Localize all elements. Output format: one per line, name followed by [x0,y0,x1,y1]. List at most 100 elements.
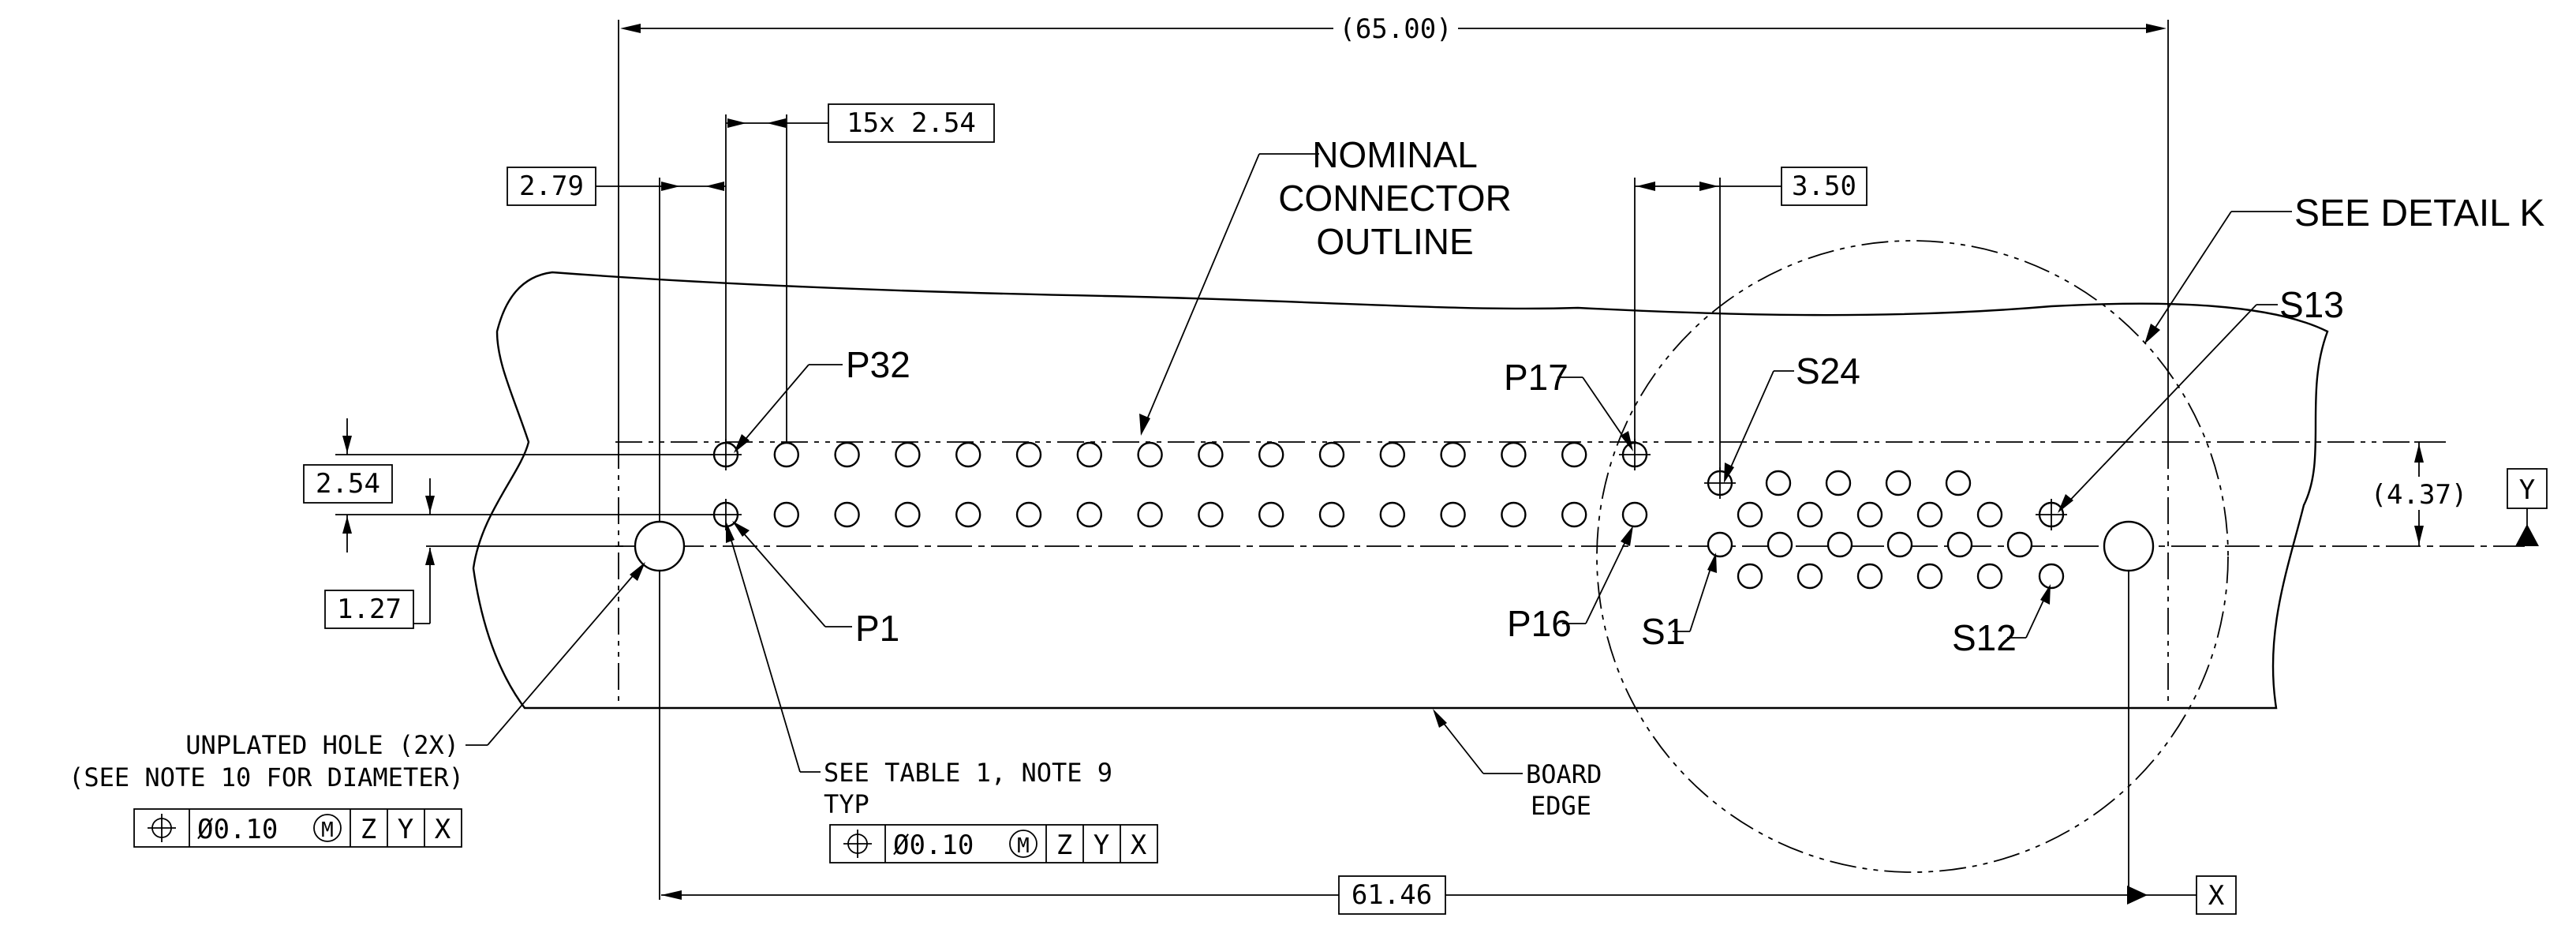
dim-left-offset-text: 2.79 [519,170,584,202]
label-s13: S13 [2279,284,2344,325]
pin-hole-bottom [1501,501,1527,528]
fcf2-modifier: M [1017,834,1030,858]
sideband-pin-hole [1945,470,1972,496]
fcf1-datum-x: X [435,814,451,845]
dim-height-text: (4.37) [2371,479,2468,511]
pin-hole-top [834,441,860,468]
datum-y-text: Y [2519,474,2535,506]
sideband-pin-hole [2038,563,2065,590]
pin-hole-top [1318,441,1345,468]
pin-hole-bottom [895,501,921,528]
arrow-unplated-hole [630,562,645,581]
pin-hole-top [773,441,799,468]
pin-hole-bottom [955,501,981,528]
leader-unplated-hole-2 [487,566,641,746]
note-see-table-1: SEE TABLE 1, NOTE 9 [824,758,1112,788]
arrow-p32 [734,434,750,453]
pin-hole-top [1198,441,1224,468]
dim-height-mask [2365,477,2473,510]
sideband-pin-hole [2006,531,2033,558]
leader-s24-2 [1725,370,1774,478]
label-p32: P32 [846,344,910,385]
arrow-height-bottom [2414,526,2424,545]
arrow-overall-left [620,24,641,33]
arrow-nominal-outline [1139,414,1150,436]
leader-nominal-outline-2 [1142,153,1260,431]
label-s24: S24 [1796,350,1860,391]
mounting-hole-right [2103,520,2155,572]
arrow-sideband-right [1699,182,1718,191]
sideband-pin-hole [1856,501,1883,528]
label-nominal-outline-2: CONNECTOR [1278,178,1512,219]
arrow-sideband-left [1636,182,1655,191]
pin-hole-top [955,441,981,468]
sideband-pin-hole [1916,563,1943,590]
arrow-overall-right [2146,24,2167,33]
arrow-see-detail [2144,324,2160,344]
leader-s13-2 [2062,304,2257,509]
sideband-pin-hole [1916,501,1943,528]
dim-overall-text: (65.00) [1339,13,1452,45]
pin-crosshair [1619,439,1651,470]
sideband-pin-hole [1826,531,1853,558]
pin-hole-top [1258,441,1284,468]
mmc-modifier-icon: M [313,814,342,842]
dim-hole-span-box [1338,875,1446,915]
leader-see-detail-2 [2147,211,2232,340]
sideband-pin-hole [1825,470,1852,496]
leader-p32-2 [737,364,809,449]
label-p1: P1 [855,608,899,649]
sideband-pin-hole [1946,531,1973,558]
arrow-pitch-left [727,118,746,128]
label-s12: S12 [1952,617,2017,658]
pin-hole-bottom [1258,501,1284,528]
position-icon [843,830,872,858]
arrow-row-offset-top [425,496,435,513]
arrow-row-offset-bottom [425,548,435,565]
pin-hole-bottom [1137,501,1163,528]
arrow-s13 [2058,494,2073,513]
arrow-pitch-right [767,118,786,128]
pin-hole-bottom [1379,501,1406,528]
arrow-p1 [732,521,750,537]
pin-hole-top [1076,441,1103,468]
pin-hole-bottom [773,501,799,528]
label-p17: P17 [1504,357,1568,398]
dim-sideband-text: 3.50 [1792,170,1856,202]
feature-control-frame-2: Ø0.10 M Z Y X [829,824,1158,863]
dim-pitch-text: 15x 2.54 [847,107,976,139]
datum-x-text: X [2208,880,2225,912]
sideband-pin-hole [1796,563,1823,590]
pin-hole-top [1379,441,1406,468]
label-nominal-outline-1: NOMINAL [1312,134,1478,175]
note-board-edge-2: EDGE [1531,791,1591,821]
arrow-board-edge [1433,709,1447,728]
note-see-table-2: TYP [824,789,869,819]
label-see-detail: SEE DETAIL K [2294,193,2544,234]
dim-sideband-box [1781,167,1868,206]
pin-hole-top [1137,441,1163,468]
leader-s1-2 [1689,558,1714,632]
pin-hole-bottom [1561,501,1587,528]
board-outline [472,271,2329,710]
sideband-pin-hole [1737,563,1763,590]
arrow-offset-b [705,182,724,191]
arrow-offset-a [661,182,680,191]
sideband-pin-hole [1856,563,1883,590]
mounting-hole-left [634,520,686,572]
pin-hole-bottom [1318,501,1345,528]
leader-see-table-2 [727,526,801,773]
dim-row-pitch-text: 2.54 [316,468,380,500]
sideband-pin-hole [1885,470,1912,496]
note-unplated-hole-1: UNPLATED HOLE (2X) [185,730,459,760]
note-board-edge-1: BOARD [1526,759,1602,789]
mmc-modifier-icon: M [1009,830,1038,858]
arrow-s24 [1724,463,1734,483]
pin-hole-top [895,441,921,468]
sideband-pin-hole [1886,531,1913,558]
fcf1-value: Ø0.10 [197,814,278,845]
label-s1: S1 [1641,611,1685,652]
arrow-height-top [2414,444,2424,463]
detail-k-circle [1596,240,2229,873]
